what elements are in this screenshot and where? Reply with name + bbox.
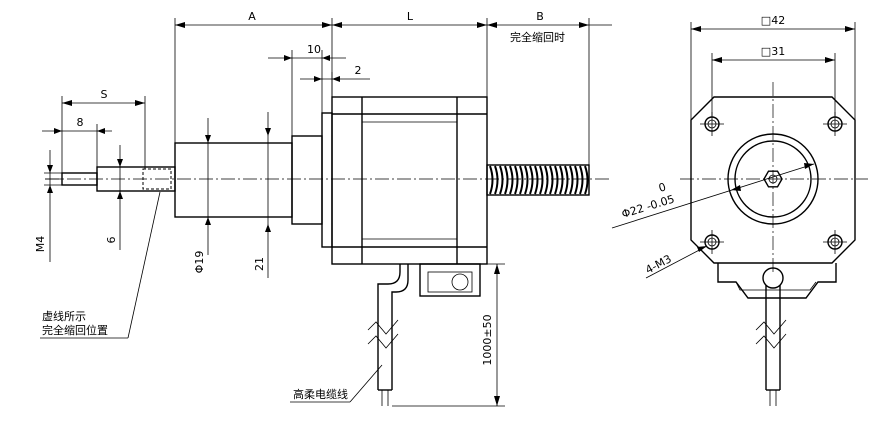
hex-nut xyxy=(763,170,783,188)
thread-turn xyxy=(529,165,534,195)
screw-threads xyxy=(489,165,589,195)
pilot-boss xyxy=(727,133,819,225)
thread-turn xyxy=(579,165,584,195)
nut-housing xyxy=(174,142,293,218)
thread-turn xyxy=(554,165,559,195)
cable-exit-boss xyxy=(419,263,481,297)
dim-m4-label: M4 xyxy=(34,236,47,253)
retracted-position-outline xyxy=(142,168,172,190)
dim-a-label: A xyxy=(248,10,256,23)
thread-turn xyxy=(489,165,494,195)
front-view: □42 □31 Φ22 -0.05 0 4-M3 xyxy=(611,14,868,406)
thread-turn xyxy=(524,165,529,195)
thread-turn xyxy=(559,165,564,195)
thread-turn xyxy=(494,165,499,195)
thread-turn xyxy=(509,165,514,195)
thread-turn xyxy=(569,165,574,195)
dim-phi19-label: Φ19 xyxy=(193,251,206,274)
threaded-screw xyxy=(486,164,590,196)
note-dashed-line-2: 完全缩回位置 xyxy=(42,323,108,337)
dim-l-label: L xyxy=(407,10,414,23)
thread-turn xyxy=(499,165,504,195)
note-dashed-line-1: 虚线所示 xyxy=(42,309,86,323)
dim-8-label: 8 xyxy=(77,116,84,129)
thread-turn xyxy=(584,165,589,195)
thread-turn xyxy=(519,165,524,195)
dim-b-note: 完全缩回时 xyxy=(510,30,565,44)
dim-2-label: 2 xyxy=(355,64,362,77)
thread-turn xyxy=(534,165,539,195)
motor-face xyxy=(690,96,856,264)
thread-turn xyxy=(564,165,569,195)
dim-21-label: 21 xyxy=(253,257,266,271)
dim-s-label: S xyxy=(101,88,108,101)
thread-turn xyxy=(549,165,554,195)
dim-sq31-label: □31 xyxy=(761,45,785,58)
dim-b-label: B xyxy=(536,10,544,23)
thread-turn xyxy=(574,165,579,195)
side-view: A L B 完全缩回时 10 2 S xyxy=(34,10,612,407)
dim-10-label: 10 xyxy=(307,43,321,56)
dim-holes-label: 4-M3 xyxy=(643,252,673,276)
thread-turn xyxy=(544,165,549,195)
thread-turn xyxy=(504,165,509,195)
thread-turn xyxy=(514,165,519,195)
dim-cable-length-label: 1000±50 xyxy=(481,314,494,365)
nut-flange xyxy=(291,135,323,225)
note-cable: 高柔电缆线 xyxy=(293,387,348,401)
motor-pilot xyxy=(321,112,333,248)
thread-turn xyxy=(539,165,544,195)
cable xyxy=(367,264,409,406)
dim-sq42-label: □42 xyxy=(761,14,785,27)
pilot-boss-inner xyxy=(734,140,812,218)
dim-phi22-upper: 0 xyxy=(657,180,667,194)
dim-6-label: 6 xyxy=(105,237,118,244)
front-cable-exit xyxy=(717,263,837,299)
